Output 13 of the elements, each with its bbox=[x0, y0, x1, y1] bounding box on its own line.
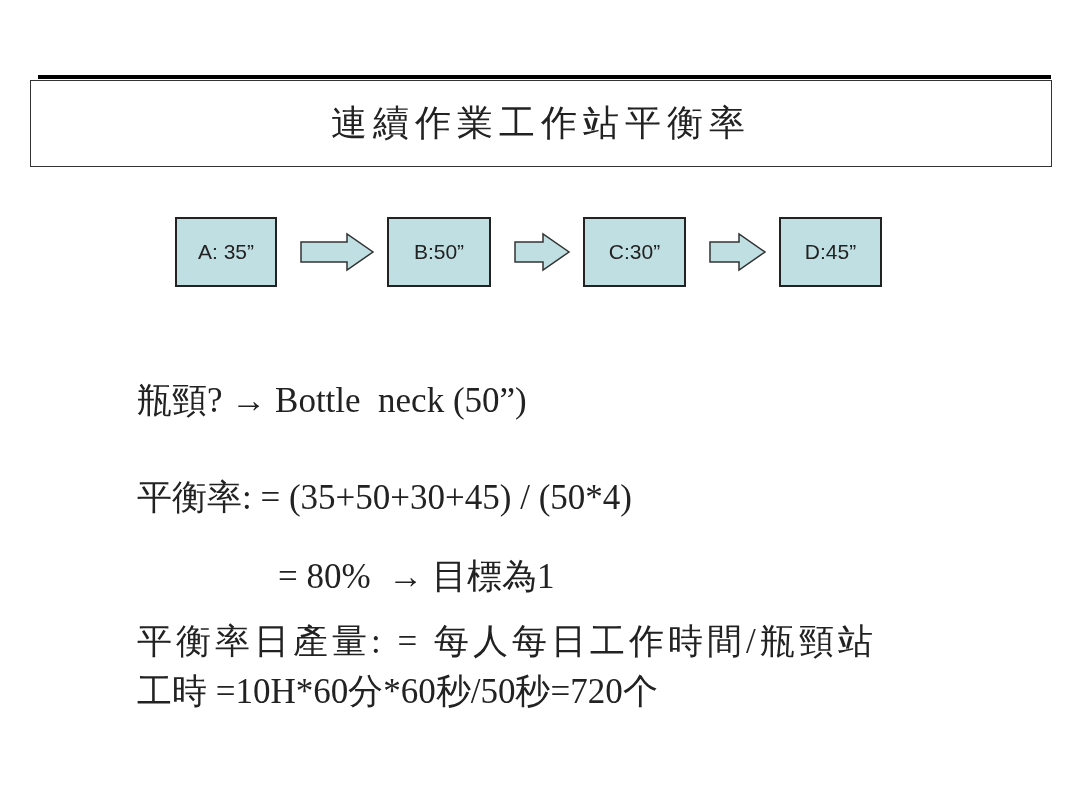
block-arrow bbox=[300, 232, 375, 272]
process-box: D:45” bbox=[779, 217, 882, 287]
process-box: A: 35” bbox=[175, 217, 277, 287]
text-line: 工時 =10H*60分*60秒/50秒=720个 bbox=[137, 671, 658, 713]
text-line: 平衡率日產量: = 每人每日工作時間/瓶頸站 bbox=[137, 621, 877, 663]
block-arrow bbox=[514, 232, 571, 272]
text-line: 瓶頸? → Bottle neck (50”) bbox=[137, 380, 527, 422]
process-box: C:30” bbox=[583, 217, 686, 287]
process-box: B:50” bbox=[387, 217, 491, 287]
text-line: = 80% → 目標為1 bbox=[278, 556, 555, 598]
block-arrow bbox=[709, 232, 767, 272]
title-bar: 連續作業工作站平衡率 bbox=[30, 80, 1052, 167]
text-line: 平衡率: = (35+50+30+45) / (50*4) bbox=[137, 477, 633, 519]
